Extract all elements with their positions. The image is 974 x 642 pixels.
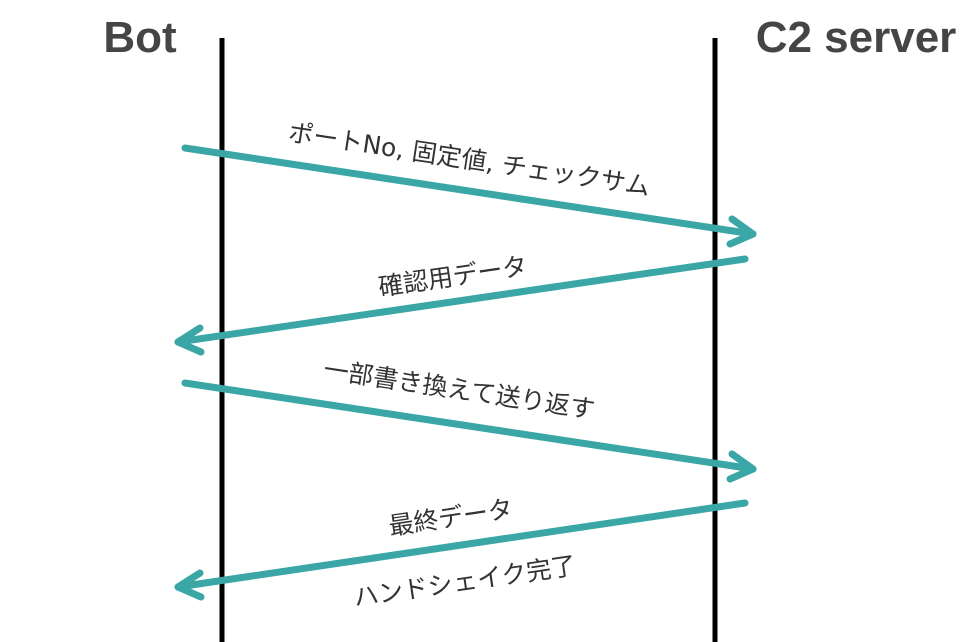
message-1-arrowhead (726, 215, 757, 248)
message-4-sublabel: ハンドシェイク完了 (352, 551, 578, 612)
message-3-arrow (181, 379, 757, 473)
message-3-arrowhead (726, 450, 757, 483)
message-2-arrowhead (174, 324, 205, 356)
participant-bot-label: Bot (103, 13, 177, 62)
message-2-arrow (174, 255, 749, 346)
message-4-arrowhead (174, 569, 205, 601)
message-4: 最終データ ハンドシェイク完了 (174, 494, 749, 612)
message-2: 確認用データ (174, 251, 749, 356)
message-1: ポートNo, 固定値, チェックサム (181, 118, 757, 248)
message-4-arrow (174, 499, 749, 591)
message-3-label: 一部書き換えて送り返す (322, 355, 597, 425)
participant-server-label: C2 server (756, 13, 957, 62)
message-4-label: 最終データ (387, 494, 515, 541)
message-1-arrow (181, 144, 757, 238)
message-3: 一部書き換えて送り返す (181, 355, 757, 483)
